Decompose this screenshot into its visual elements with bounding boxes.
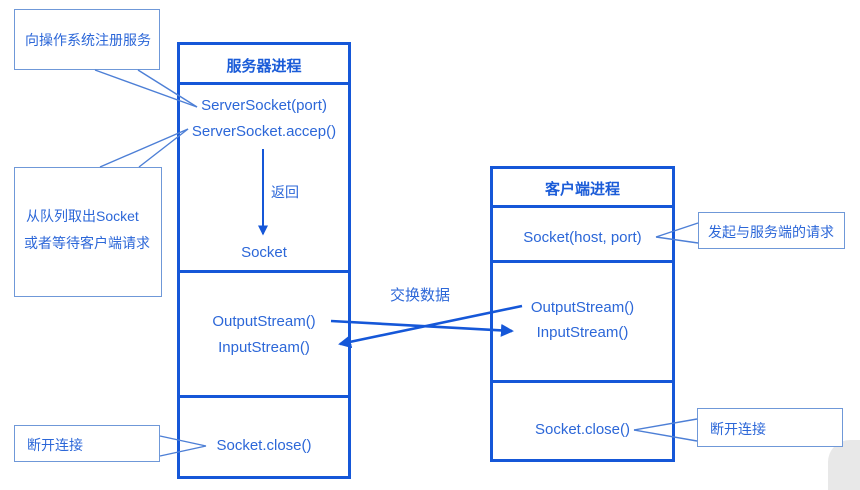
queue-callout-pointer-a bbox=[99, 128, 189, 168]
client-input-stream-label: InputStream() bbox=[536, 324, 629, 341]
client-section-divider-1 bbox=[493, 260, 672, 263]
server-out-to-client-in-arrow bbox=[330, 319, 514, 337]
server-socket-result-label: Socket bbox=[241, 244, 287, 261]
server-output-stream-label: OutputStream() bbox=[212, 313, 316, 330]
register-service-text: 向操作系统注册服务 bbox=[25, 32, 151, 48]
server-socket-ctor-label: ServerSocket(port) bbox=[201, 97, 327, 114]
client-title-divider bbox=[493, 205, 672, 208]
server-process-box: 服务器进程 bbox=[177, 42, 351, 479]
queue-callout: 从队列取出Socket 或者等待客户端请求 bbox=[14, 167, 162, 297]
server-section-divider-1 bbox=[180, 270, 348, 273]
exchange-data-label: 交换数据 bbox=[390, 287, 451, 304]
register-service-callout: 向操作系统注册服务 bbox=[14, 9, 160, 70]
client-output-stream-label: OutputStream() bbox=[530, 299, 635, 316]
server-title-divider bbox=[180, 82, 348, 85]
client-disconnect-callout: 断开连接 bbox=[697, 408, 843, 447]
return-label: 返回 bbox=[271, 184, 299, 200]
server-input-stream-label: InputStream() bbox=[218, 339, 310, 356]
server-close-label: Socket.close() bbox=[216, 437, 312, 454]
client-disconnect-text: 断开连接 bbox=[710, 421, 766, 437]
client-title: 客户端进程 bbox=[544, 181, 620, 198]
queue-text-line1: 从队列取出Socket bbox=[26, 208, 139, 224]
server-accept-label: ServerSocket.accep() bbox=[191, 123, 337, 140]
server-title: 服务器进程 bbox=[226, 58, 302, 75]
client-close-label: Socket.close() bbox=[534, 421, 631, 438]
queue-text-line2: 或者等待客户端请求 bbox=[24, 235, 150, 251]
client-request-text: 发起与服务端的请求 bbox=[708, 224, 834, 240]
watermark-shape bbox=[828, 440, 860, 490]
client-socket-ctor-label: Socket(host, port) bbox=[523, 229, 642, 246]
server-disconnect-callout: 断开连接 bbox=[14, 425, 160, 462]
client-request-callout: 发起与服务端的请求 bbox=[698, 212, 845, 249]
server-section-divider-2 bbox=[180, 395, 348, 398]
client-section-divider-2 bbox=[493, 380, 672, 383]
server-disconnect-text: 断开连接 bbox=[27, 437, 83, 453]
